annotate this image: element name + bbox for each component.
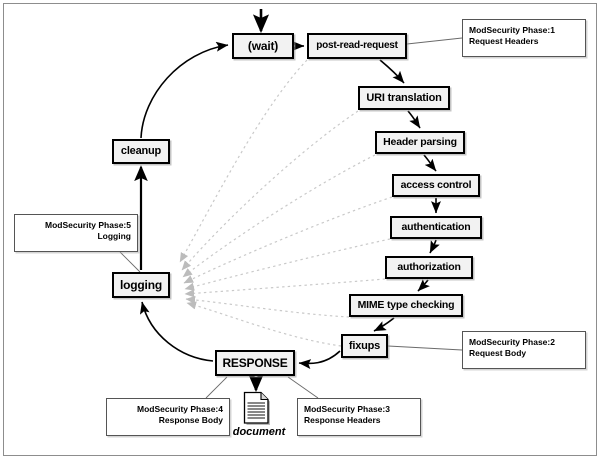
node-uri-translation[interactable]: URI translation bbox=[358, 86, 450, 110]
dotted-edge-header-parsing bbox=[182, 154, 376, 278]
note-leader-lines bbox=[119, 37, 463, 399]
node-label: URI translation bbox=[366, 91, 442, 104]
dotted-audit-edges bbox=[179, 59, 393, 347]
note-line-1: ModSecurity Phase:1 bbox=[469, 25, 555, 35]
node-logging[interactable]: logging bbox=[112, 272, 170, 298]
node-label: post-read-request bbox=[316, 40, 398, 51]
edge-mime-fixups bbox=[373, 317, 395, 332]
leader-phase-2 bbox=[387, 345, 463, 351]
node-label: authorization bbox=[397, 261, 461, 274]
dotted-edge-authentication bbox=[184, 238, 391, 291]
node-label: cleanup bbox=[120, 145, 162, 157]
note-line-1: ModSecurity Phase:3 bbox=[304, 404, 390, 414]
edge-auth-authz bbox=[429, 239, 440, 254]
node-label: Header parsing bbox=[383, 136, 457, 149]
leader-phase-1 bbox=[406, 37, 463, 45]
node-fixups[interactable]: fixups bbox=[341, 334, 388, 358]
edge-post-read-request-uri bbox=[379, 59, 405, 84]
node-access-control[interactable]: access control bbox=[392, 174, 480, 197]
node-post-read-request[interactable]: post-read-request bbox=[307, 33, 407, 59]
node-label: logging bbox=[120, 278, 162, 292]
note-line-2: Request Headers bbox=[469, 36, 539, 47]
dotted-edge-uri-translation bbox=[181, 110, 359, 271]
node-header-parsing[interactable]: Header parsing bbox=[375, 131, 465, 154]
leader-phase-3 bbox=[287, 376, 319, 399]
node-label: MIME type checking bbox=[357, 299, 455, 312]
node-label: (wait) bbox=[247, 39, 279, 53]
node-label: access control bbox=[400, 179, 472, 192]
node-label: authentication bbox=[401, 221, 471, 234]
node-response[interactable]: RESPONSE bbox=[215, 350, 295, 376]
leader-phase-5 bbox=[119, 251, 141, 273]
edge-header-access bbox=[423, 154, 437, 172]
document-caption: document bbox=[232, 426, 286, 438]
leader-phase-4 bbox=[205, 376, 228, 399]
node-authentication[interactable]: authentication bbox=[390, 216, 482, 239]
note-line-2: Response Body bbox=[158, 415, 223, 426]
node-cleanup[interactable]: cleanup bbox=[112, 139, 170, 164]
solid-flow-edges bbox=[134, 9, 441, 393]
dotted-edge-authorization bbox=[184, 278, 386, 298]
edge-uri-header bbox=[407, 110, 421, 129]
note-line-1: ModSecurity Phase:2 bbox=[469, 337, 555, 347]
node-label: fixups bbox=[348, 339, 381, 352]
edge-authz-mime bbox=[417, 279, 430, 292]
edge-response-logging bbox=[139, 301, 214, 362]
node-mime-type-checking[interactable]: MIME type checking bbox=[349, 294, 463, 317]
edge-fixups-response bbox=[298, 350, 341, 370]
note-line-1: ModSecurity Phase:4 bbox=[137, 404, 223, 414]
edge-cleanup-wait bbox=[140, 41, 229, 139]
dotted-edge-mime-type-checking bbox=[185, 295, 350, 318]
note-line-2: Request Body bbox=[469, 348, 527, 359]
dotted-edge-post-read-request bbox=[179, 59, 308, 263]
note-line-1: ModSecurity Phase:5 bbox=[45, 220, 131, 230]
node-authorization[interactable]: authorization bbox=[385, 256, 473, 279]
note-line-2: Logging bbox=[97, 231, 131, 242]
note-line-2: Response Headers bbox=[304, 415, 381, 426]
node-label: RESPONSE bbox=[222, 356, 288, 370]
node-wait[interactable]: (wait) bbox=[232, 33, 294, 59]
dotted-edge-fixups bbox=[186, 301, 342, 347]
document-icon bbox=[243, 391, 270, 425]
dotted-edge-access-control bbox=[183, 196, 393, 284]
